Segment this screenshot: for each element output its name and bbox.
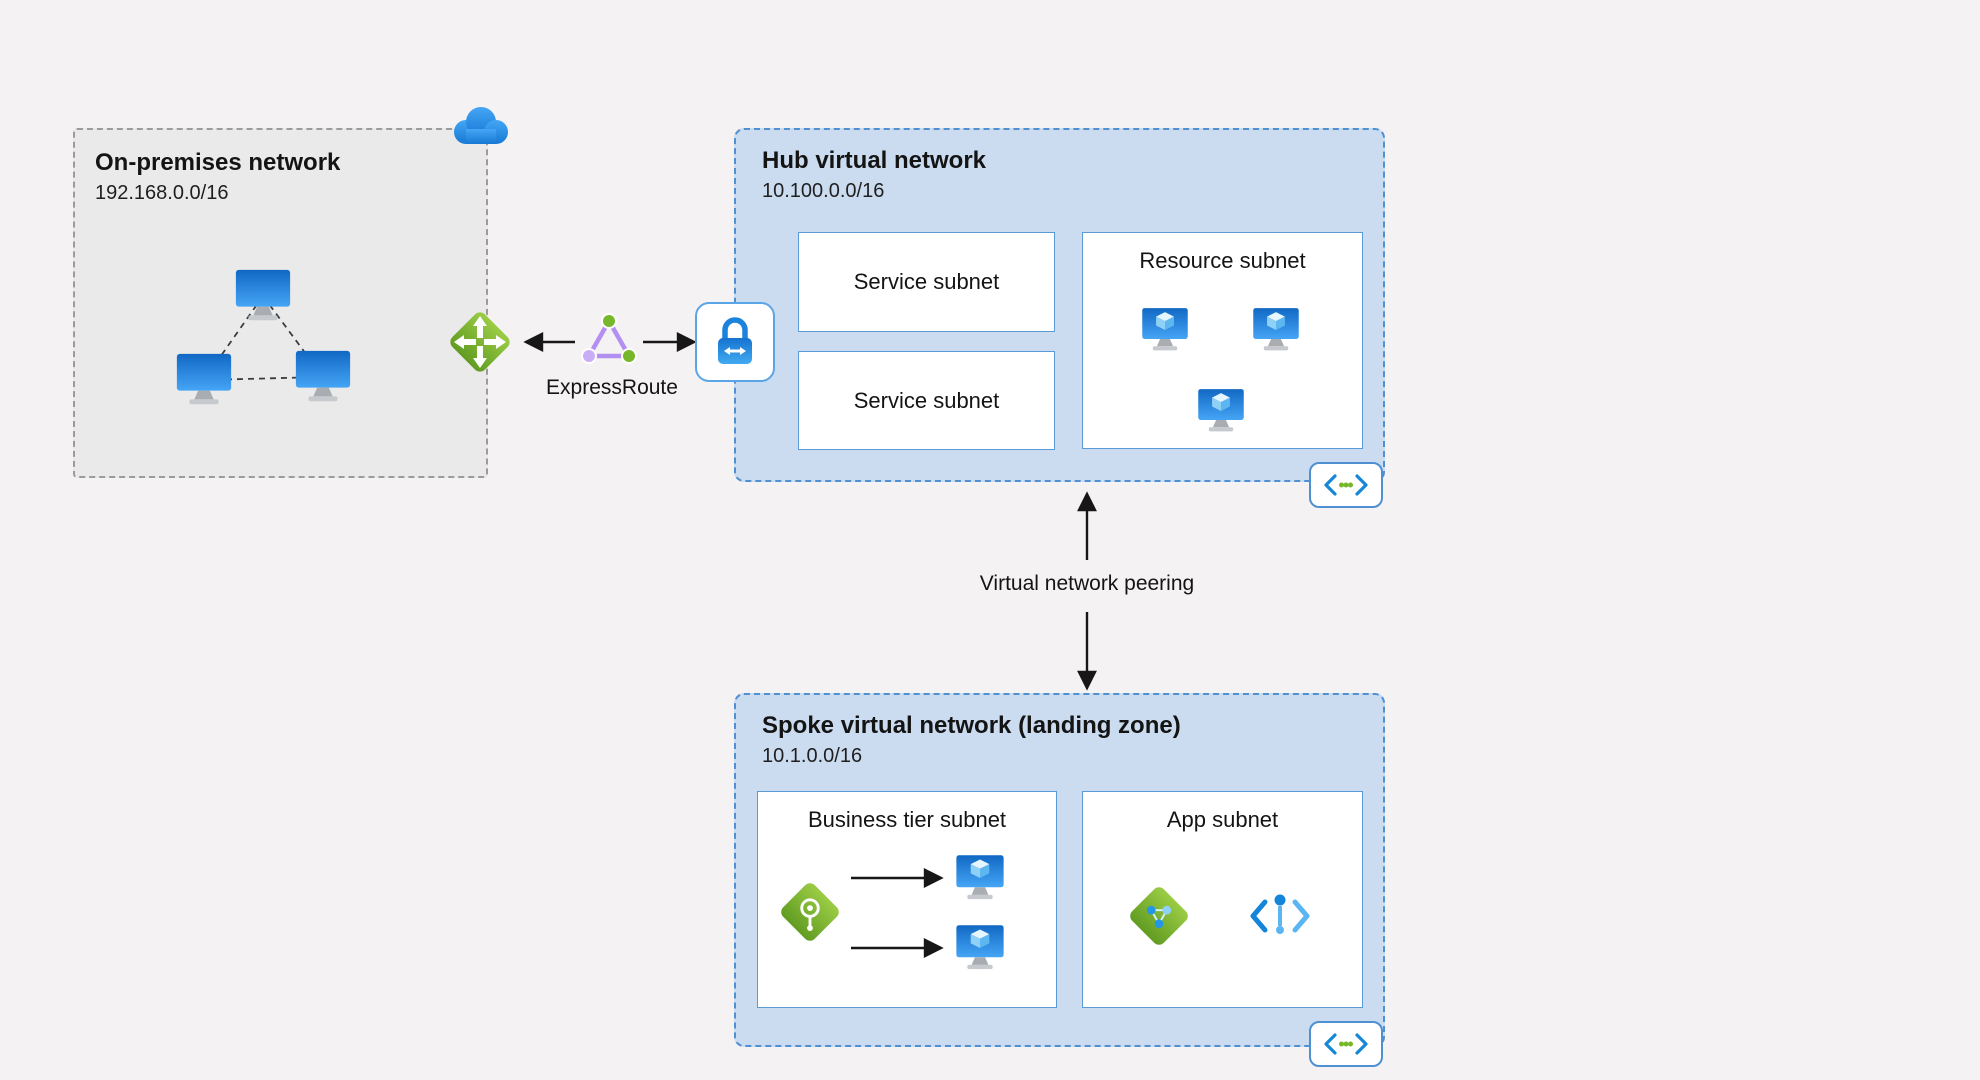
business-tier-subnet-label: Business tier subnet (807, 807, 1007, 832)
vpn-gateway-icon (450, 312, 510, 372)
peering-label: Virtual network peering (979, 572, 1195, 595)
hub-title: Hub virtual network (762, 147, 987, 174)
spoke-cidr: 10.1.0.0/16 (762, 745, 863, 767)
service-subnet-2: Service subnet (798, 351, 1055, 450)
monitor-icon (176, 353, 232, 405)
cloud-icon (454, 107, 508, 144)
expressroute-label: ExpressRoute (546, 376, 678, 399)
app-subnet-label: App subnet (1166, 807, 1279, 832)
lock-icon (718, 317, 752, 364)
onprem-cidr: 192.168.0.0/16 (95, 182, 229, 204)
api-code-icon (1250, 894, 1310, 934)
spoke-peering-badge (1309, 1021, 1383, 1067)
virtual-machine-icon (1253, 308, 1299, 351)
application-gateway-icon (1130, 887, 1188, 945)
monitor-icon (295, 350, 351, 402)
vnet-peering-icon (1324, 1033, 1368, 1055)
hub-cidr: 10.100.0.0/16 (762, 180, 885, 202)
onprem-title: On-premises network (95, 149, 341, 176)
service-subnet-1: Service subnet (798, 232, 1055, 332)
app-subnet: App subnet (1082, 791, 1363, 1008)
virtual-machine-icon (956, 855, 1004, 900)
virtual-machine-icon (1142, 308, 1188, 351)
virtual-machine-icon (1198, 389, 1244, 432)
hub-peering-badge (1309, 462, 1383, 508)
virtual-machine-icon (956, 925, 1004, 970)
spoke-title: Spoke virtual network (landing zone) (762, 712, 1181, 739)
gateway-lock-tile (695, 302, 775, 382)
vnet-peering-icon (1324, 474, 1368, 496)
monitor-icon (235, 269, 291, 321)
expressroute-icon (581, 313, 637, 364)
service-subnet-2-label: Service subnet (853, 387, 1000, 413)
resource-subnet-label: Resource subnet (1139, 248, 1306, 273)
service-subnet-1-label: Service subnet (853, 269, 1000, 294)
load-balancer-icon (781, 883, 839, 941)
